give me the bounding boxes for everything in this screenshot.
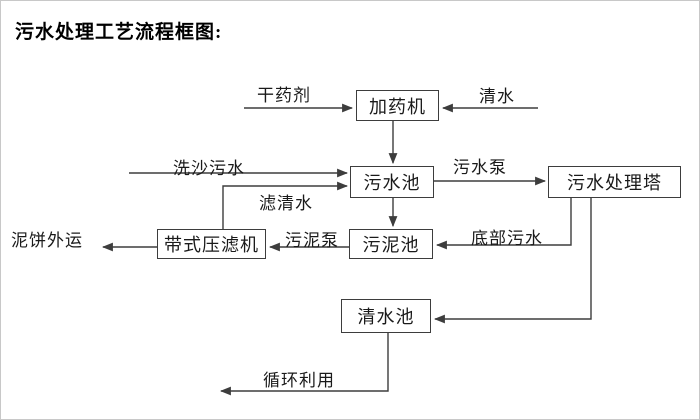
edge-filtered-water-to-sewage-pool <box>222 181 349 229</box>
diagram-title: 污水处理工艺流程框图: <box>15 22 223 43</box>
node-sludge-pool: 污泥池 <box>349 229 433 259</box>
node-sewage-pool: 污水池 <box>350 166 434 198</box>
node-belt-filter-press: 带式压滤机 <box>157 229 266 259</box>
edge-tower-to-clean-water-pool <box>433 198 592 324</box>
flow-label-bottom-sewage: 底部污水 <box>471 229 543 248</box>
node-clean-water-pool: 清水池 <box>341 299 431 333</box>
flow-label-dry-agent: 干药剂 <box>257 86 311 105</box>
flow-label-filtered-water: 滤清水 <box>259 194 313 213</box>
flow-label-sewage-pump: 污水泵 <box>453 158 507 177</box>
edge-bottom-sewage-to-sludge-pool <box>435 198 572 250</box>
flow-label-clean-water: 清水 <box>479 87 515 106</box>
flow-label-sand-wash-sewage: 洗沙污水 <box>173 159 245 178</box>
node-treatment-tower: 污水处理塔 <box>548 166 681 198</box>
node-dosing-machine: 加药机 <box>356 90 439 121</box>
flow-label-mud-cake-out: 泥饼外运 <box>11 231 83 250</box>
flow-label-recycle: 循环利用 <box>263 371 335 390</box>
edge-clean-water-pool-to-recycle <box>219 333 389 396</box>
flow-label-sludge-pump: 污泥泵 <box>285 231 339 250</box>
